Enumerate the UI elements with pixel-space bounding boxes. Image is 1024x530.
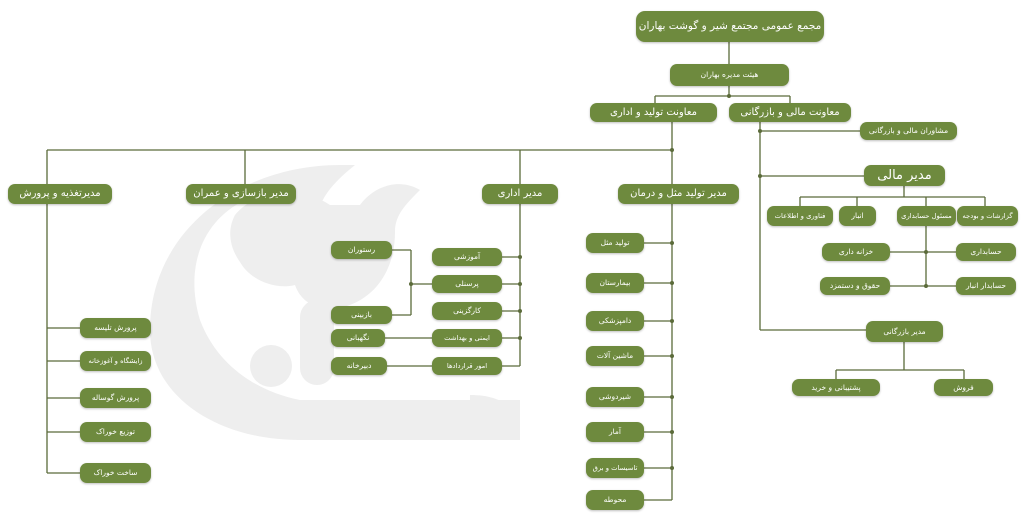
watermark-logo: [150, 165, 520, 440]
node-cfo: مدیر مالی: [864, 165, 945, 186]
node-financial-advisors: مشاوران مالی و بازرگانی: [860, 122, 957, 140]
node-deputy-finance-commerce: معاونت مالی و بازرگانی: [729, 103, 851, 122]
node-admin-unit: پرسنلی: [432, 275, 502, 293]
node-production-unit: شیردوشی: [586, 387, 644, 407]
node-manager-nutrition: مدیرتغذیه و پرورش: [8, 184, 112, 204]
node-production-unit: آمار: [586, 422, 644, 442]
node-cfo-unit-it: فناوری و اطلاعات: [767, 206, 833, 226]
node-admin-unit: کارگزینی: [432, 302, 502, 320]
node-nutrition-unit: پرورش تلیسه: [80, 318, 151, 338]
node-guard: نگهبانی: [331, 329, 385, 347]
node-production-unit: تولید مثل: [586, 233, 644, 253]
connectors: [46, 42, 986, 501]
node-commercial-manager: مدیر بازرگانی: [866, 321, 943, 342]
junction-dots: [409, 94, 928, 470]
node-general-assembly: مجمع عمومی مجتمع شیر و گوشت بهاران: [636, 11, 824, 42]
node-nutrition-unit: پرورش گوساله: [80, 388, 151, 408]
node-admin-unit: آموزشی: [432, 248, 502, 266]
node-secretariat: دبیرخانه: [331, 357, 387, 375]
node-production-unit: دامپزشکی: [586, 311, 644, 331]
node-accounting: حسابداری: [956, 243, 1016, 261]
node-production-unit: محوطه: [586, 490, 644, 510]
node-nutrition-unit: زایشگاه و آغوزخانه: [80, 351, 151, 371]
node-treasury: خزانه داری: [822, 243, 890, 261]
node-admin-unit: امور قراردادها: [432, 357, 502, 375]
node-nutrition-unit: ساخت خوراک: [80, 463, 151, 483]
node-board-of-directors: هیئت مدیره بهاران: [670, 64, 789, 86]
node-procurement: پشتیبانی و خرید: [792, 379, 880, 396]
node-cfo-unit-warehouse: انبار: [839, 206, 876, 226]
node-nutrition-unit: توزیع خوراک: [80, 422, 151, 442]
node-production-unit: بیمارستان: [586, 273, 644, 293]
node-production-unit: تاسیسات و برق: [586, 458, 644, 478]
node-deputy-production-admin: معاونت تولید و اداری: [590, 103, 717, 122]
node-retail: بازبینی: [331, 306, 392, 324]
node-manager-construction: مدیر بازسازی و عمران: [186, 184, 296, 204]
node-sales: فروش: [934, 379, 993, 396]
node-cfo-unit-reports-budget: گزارشات و بودجه: [957, 206, 1018, 226]
node-warehouse-accountant: حسابدار انبار: [956, 277, 1016, 295]
node-admin-unit: ایمنی و بهداشت: [432, 329, 502, 347]
node-manager-production: مدیر تولید مثل و درمان: [618, 184, 739, 204]
node-manager-admin: مدیر اداری: [482, 184, 558, 204]
node-production-unit: ماشین آلات: [586, 346, 644, 366]
node-payroll: حقوق و دستمزد: [820, 277, 890, 295]
node-restaurant: رستوران: [331, 241, 392, 259]
node-cfo-unit-chief-accountant: مسئول حسابداری: [897, 206, 956, 226]
